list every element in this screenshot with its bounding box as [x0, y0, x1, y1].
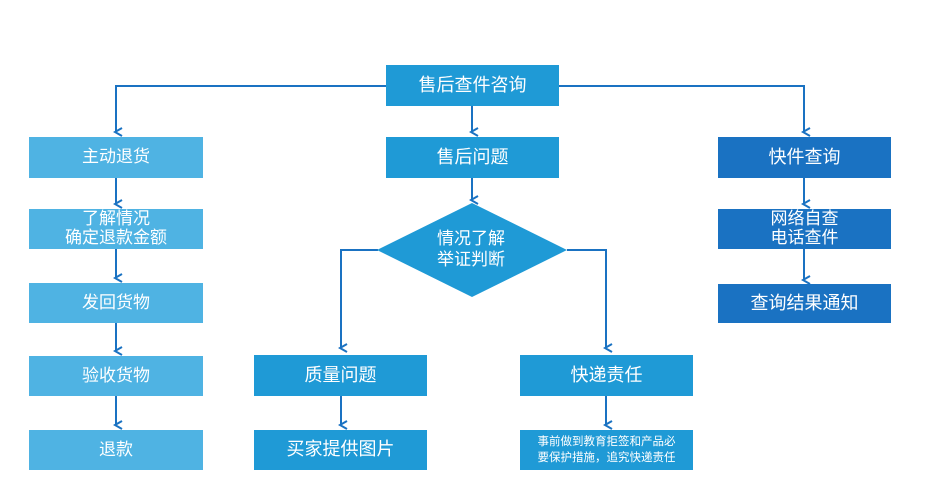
right-node-1-label: 快件查询 [768, 146, 841, 168]
left-node-1-label: 主动退货 [82, 147, 150, 168]
courier-next-line1: 事前做到教育拒签和产品必 [537, 434, 676, 449]
middle-node-1: 售后问题 [386, 137, 559, 178]
root-node: 售后查件咨询 [386, 65, 559, 106]
courier-next-line2: 要保护措施，追究快递责任 [537, 450, 676, 464]
decision-line2: 举证判断 [437, 250, 505, 270]
left-node-1: 主动退货 [29, 137, 203, 178]
left-node-4: 验收货物 [29, 356, 203, 396]
middle-node-1-label: 售后问题 [436, 146, 509, 168]
quality-label: 质量问题 [304, 364, 377, 386]
decision-label: 情况了解 举证判断 [404, 220, 538, 280]
right-node-3: 查询结果通知 [718, 284, 891, 323]
left-node-2: 了解情况 确定退款金额 [29, 209, 203, 249]
quality-next-label: 买家提供图片 [286, 439, 395, 461]
courier-label: 快递责任 [570, 364, 643, 386]
right-node-3-label: 查询结果通知 [750, 292, 859, 314]
decision-line1: 情况了解 [437, 228, 505, 249]
left-node-2-line2: 确定退款金额 [65, 228, 167, 248]
right-node-2: 网络自查 电话查件 [718, 209, 891, 249]
quality-next-node: 买家提供图片 [254, 430, 427, 470]
left-node-5-label: 退款 [99, 439, 133, 460]
decision-diamond [377, 203, 567, 297]
left-node-5: 退款 [29, 430, 203, 470]
quality-node: 质量问题 [254, 355, 427, 396]
right-node-1: 快件查询 [718, 137, 891, 178]
right-node-2-line2: 电话查件 [770, 228, 839, 248]
left-node-3: 发回货物 [29, 283, 203, 323]
left-node-4-label: 验收货物 [82, 365, 150, 386]
courier-node: 快递责任 [520, 355, 693, 396]
left-node-3-label: 发回货物 [82, 292, 150, 313]
left-node-2-line1: 了解情况 [82, 209, 150, 230]
courier-next-node: 事前做到教育拒签和产品必 要保护措施，追究快递责任 [520, 430, 693, 470]
right-node-2-line1: 网络自查 [770, 209, 839, 230]
root-label: 售后查件咨询 [418, 74, 527, 96]
